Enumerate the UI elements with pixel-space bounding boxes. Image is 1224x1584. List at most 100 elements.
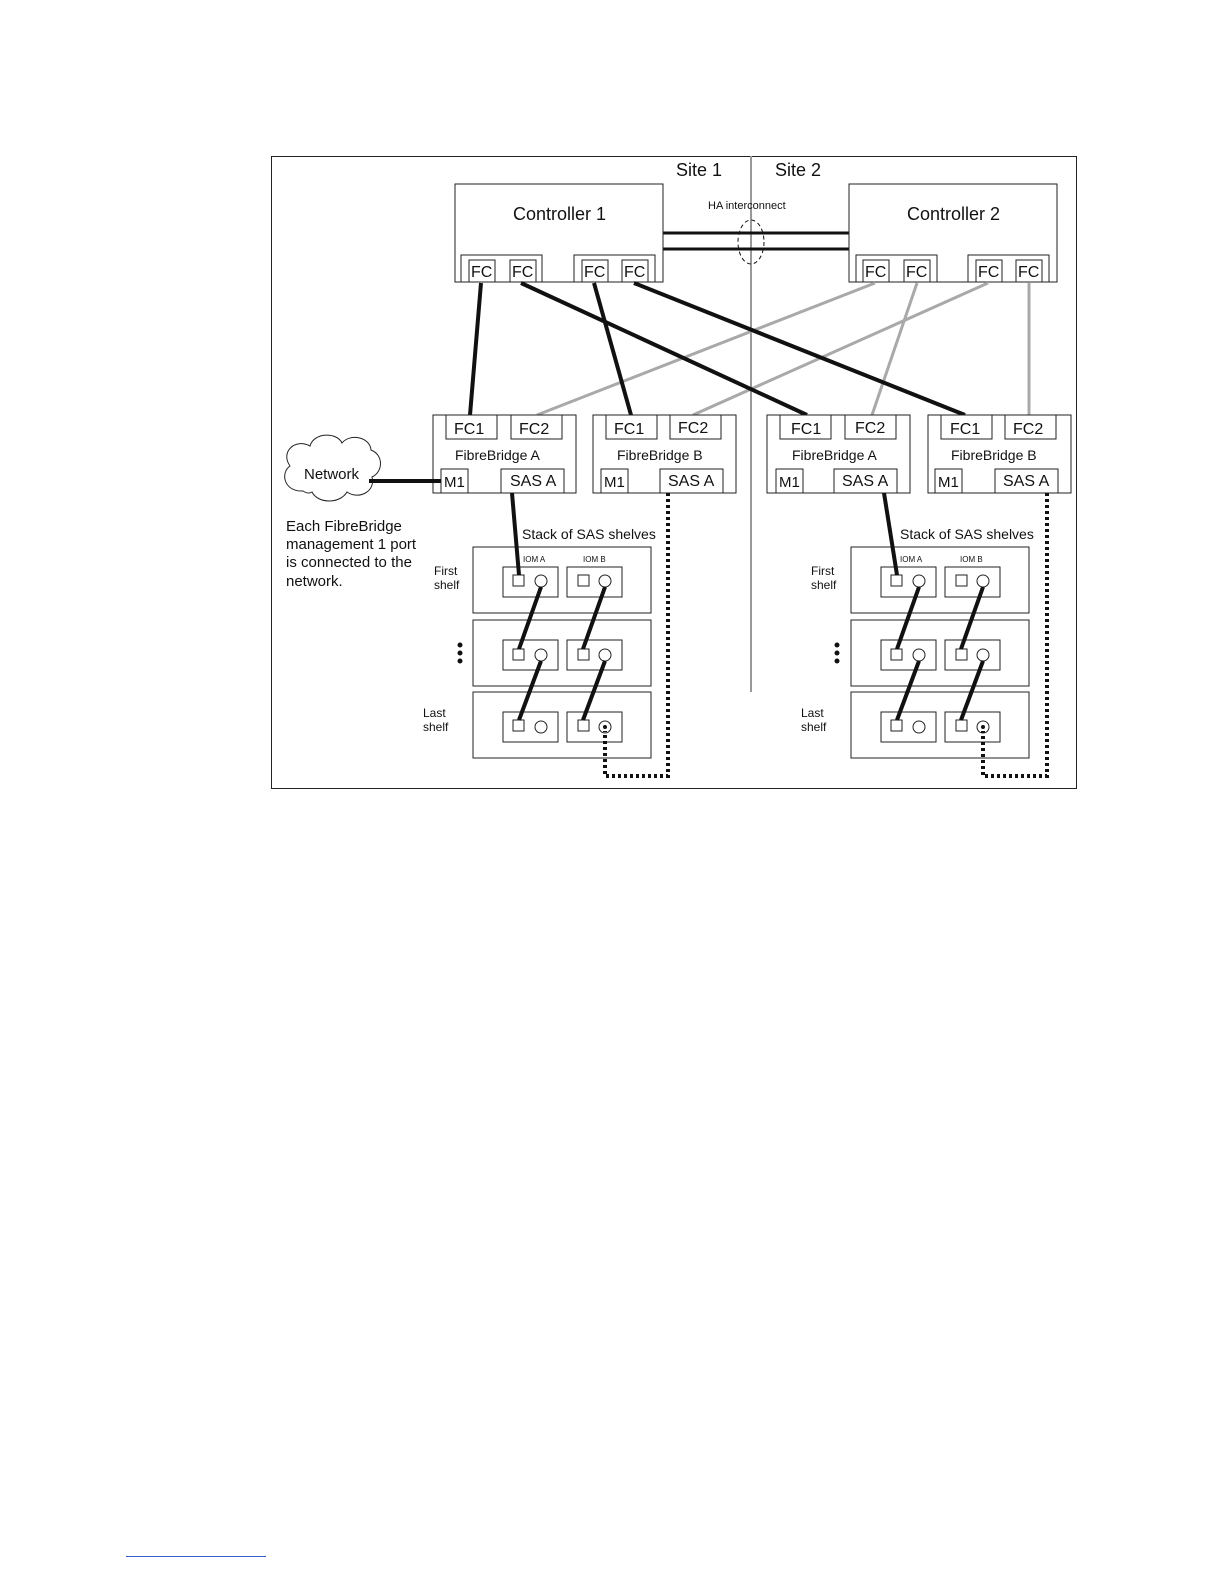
fibrebridge-4-name: FibreBridge B [951,447,1037,463]
fibrebridge-1-sas-port [500,468,565,494]
stack-1-shelf-2-iom-a-square-port [512,648,525,661]
stack-2-shelf-cable-a2 [895,660,921,721]
stack-1-dotted-return-cable [603,493,670,778]
fc-cable-black-2 [520,281,808,417]
controller-2-label: Controller 2 [907,204,1000,224]
fibrebridge-1-fc1-port [445,414,498,440]
stack-2-last-shelf-line-1: Last [801,706,824,720]
ha-interconnect-ellipse [737,219,765,265]
network-note-line-3: is connected to the [286,554,412,571]
stack-2-iom-b-label: IOM B [960,555,983,564]
stack-1-first-shelf-line-2: shelf [434,578,460,592]
stack-1-shelf-2-iom-b [566,639,623,671]
fibrebridge-4-sas-port [994,468,1059,494]
stack-1-shelf-2-iom-b-circle-port [598,648,612,662]
fc-cable-gray-1 [536,281,876,417]
network-label: Network [304,466,360,483]
stack-1-iom-b-label: IOM B [583,555,606,564]
stack-2-shelf-1-iom-b-circle-port [976,574,990,588]
fibrebridge-2-fc1-port [605,414,658,440]
fibrebridge-2-m1-label: M1 [604,474,625,491]
controller-2-port-group-2 [967,254,1050,283]
fc-cable-gray-3 [692,281,989,417]
fibrebridge-4-m1-label: M1 [938,474,959,491]
controller-1-fc-port-1 [468,259,496,283]
stack-2-last-shelf [850,691,1030,759]
stack-2-first-shelf-line-1: First [811,564,835,578]
stack-1-shelf-1-iom-b [566,566,623,598]
stack-1-shelf-2-iom-a-circle-port [534,648,548,662]
stack-2-shelf-2-iom-b-square-port [955,648,968,661]
controller-1-port-group-2 [573,254,656,283]
stack-2-last-shelf-line-2: shelf [801,720,827,734]
stack-2-shelf-cable-b1 [959,586,985,650]
stack-1-shelf-1-iom-b-circle-port [598,574,612,588]
stack-1-shelf-3-iom-b-square-port [577,719,590,732]
fibrebridge-3-fc1-label: FC1 [791,421,821,438]
stack-2-shelf-2-iom-a [880,639,937,671]
stack-2-shelf-1-iom-b-square-port [955,574,968,587]
fibrebridge-1-m1-label: M1 [444,474,465,491]
fibrebridge-3-sas-label: SAS A [842,473,889,490]
stack-1-ellipsis-dot-1 [457,642,463,648]
stack-2-shelf-3-iom-a-square-port [890,719,903,732]
site-2-label: Site 2 [775,160,821,180]
fibrebridge-2-fc1-label: FC1 [614,421,644,438]
stack-2-first-shelf [850,546,1030,614]
stack-2-shelf-1-iom-a-circle-port [912,574,926,588]
stack-1-title: Stack of SAS shelves [522,526,656,542]
stack-1-first-shelf [472,546,652,614]
stack-2-shelf-cable-b2 [959,660,985,721]
controller-2-fc-label-1: FC [865,264,886,281]
stack-1-shelf-cable-b2 [581,660,607,721]
fibrebridge-4-fc1-port [940,414,993,440]
fibrebridge-1-sas-label: SAS A [510,473,557,490]
fibrebridge-1-m1-port [440,468,469,494]
stack-1-shelf-1-iom-a [502,566,559,598]
stack-1-shelf-3-iom-b [566,711,623,743]
stack-1-shelf-2-iom-b-square-port [577,648,590,661]
controller-1-fc-label-4: FC [624,264,645,281]
stack-2-middle-shelf [850,619,1030,687]
fibrebridge-1-fc2-label: FC2 [519,421,549,438]
stack-2-first-shelf-line-2: shelf [811,578,837,592]
stack-1-first-shelf-line-1: First [434,564,458,578]
ha-interconnect-label: HA interconnect [708,200,786,212]
fibrebridge-2-fc2-label: FC2 [678,420,708,437]
stack-1-shelf-3-iom-a-square-port [512,719,525,732]
stack-1-shelf-1-iom-b-square-port [577,574,590,587]
controller-2-fc-port-3 [975,259,1003,283]
fibrebridge-1-fc1-label: FC1 [454,421,484,438]
stack-1-last-port-dot [603,725,607,729]
fibrebridge-3-fc2-label: FC2 [855,420,885,437]
stack-2-dotted-return-cable [981,493,1049,778]
controller-1-port-group-1 [460,254,543,283]
stack-2-iom-a-label: IOM A [900,555,923,564]
stack-2-ellipsis-dot-2 [834,650,840,656]
controller-2-fc-port-2 [903,259,931,283]
stack-1-shelf-1-iom-a-square-port [512,574,525,587]
stack-1-shelf-cable-a2 [517,660,543,721]
stack-1-ellipsis-dot-3 [457,658,463,664]
stack-1-last-shelf-line-2: shelf [423,720,449,734]
stack-2-title: Stack of SAS shelves [900,526,1034,542]
fibrebridge-2-sas-label: SAS A [668,473,715,490]
fibrebridge-4-fc1-label: FC1 [950,421,980,438]
stack-2-shelf-2-iom-a-square-port [890,648,903,661]
network-note-line-2: management 1 port [286,536,417,553]
stack-1-ellipsis-dot-2 [457,650,463,656]
stack-2-last-port-dot [981,725,985,729]
controller-2-fc-label-4: FC [1018,264,1039,281]
stack-1-sas-cable [510,492,521,576]
fc-cable-gray-2 [870,282,919,416]
stack-2-shelf-1-iom-b [944,566,1001,598]
stack-1-shelf-3-iom-a [502,711,559,743]
controller-2-fc-port-1 [862,259,890,283]
stack-2-shelf-3-iom-a [880,711,937,743]
stack-2-shelf-3-iom-b-square-port [955,719,968,732]
stack-2-sas-cable [882,492,899,576]
controller-2-fc-label-2: FC [906,264,927,281]
fc-cable-black-3 [592,282,633,416]
stack-1-last-shelf-line-1: Last [423,706,446,720]
